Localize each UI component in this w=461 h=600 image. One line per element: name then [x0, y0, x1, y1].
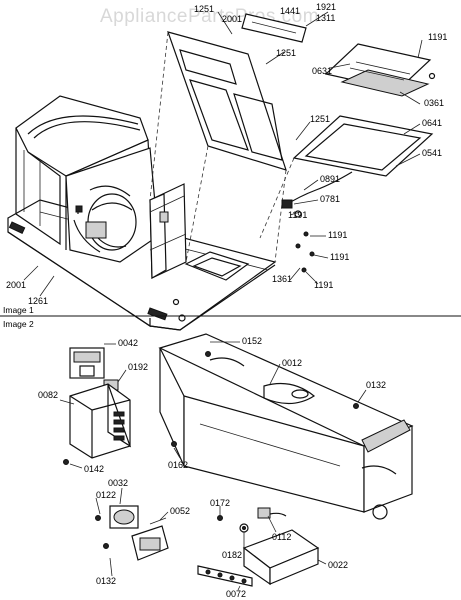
control-board	[324, 43, 436, 97]
label-1921: 1921	[316, 2, 336, 12]
label-1251-right: 1251	[310, 114, 330, 124]
control-box	[149, 183, 187, 280]
top-bracket	[241, 13, 307, 43]
label-0152: 0152	[242, 336, 262, 346]
label-0122: 0122	[96, 490, 116, 500]
label-0361: 0361	[424, 98, 444, 108]
label-0781: 0781	[320, 194, 340, 204]
label-0032: 0032	[108, 478, 128, 488]
cover-box	[242, 529, 320, 586]
label-0541: 0541	[422, 148, 442, 158]
label-2001-top: 2001	[222, 14, 242, 24]
label-1251-mid: 1251	[276, 48, 296, 58]
label-1251-top: 1251	[194, 4, 214, 14]
leader-lines-image1	[23, 11, 423, 297]
drain-pan	[184, 251, 250, 281]
control-channel	[158, 333, 414, 520]
label-0132-bottom: 0132	[96, 576, 116, 586]
label-0072: 0072	[226, 589, 246, 599]
label-0162: 0162	[168, 460, 188, 470]
condenser-coil	[15, 95, 151, 250]
relay-box	[69, 383, 132, 459]
label-0192: 0192	[128, 362, 148, 372]
label-0182: 0182	[222, 550, 242, 560]
label-1191-a: 1191	[288, 210, 307, 220]
label-0082: 0082	[38, 390, 58, 400]
label-1361: 1361	[272, 274, 292, 284]
label-1191-d: 1191	[314, 280, 333, 290]
label-0641: 0641	[422, 118, 442, 128]
label-1441: 1441	[280, 6, 300, 16]
label-0022: 0022	[328, 560, 348, 570]
top-panel	[149, 31, 287, 263]
label-0142: 0142	[84, 464, 104, 474]
sensor-0112	[257, 507, 287, 519]
label-0132-top: 0132	[366, 380, 386, 390]
label-2001-bottom: 2001	[6, 280, 26, 290]
label-1311: 1311	[316, 13, 335, 23]
label-1191-c: 1191	[330, 252, 349, 262]
label-0042: 0042	[118, 338, 138, 348]
contactor-assembly	[109, 505, 169, 561]
terminal-strip	[197, 565, 253, 587]
screws-image1	[295, 231, 315, 273]
label-0112: 0112	[272, 532, 291, 542]
sensor-wire	[281, 171, 353, 218]
insulation-panel	[259, 115, 434, 239]
label-1191-board: 1191	[428, 32, 447, 42]
label-0052: 0052	[170, 506, 190, 516]
label-0012: 0012	[282, 358, 302, 368]
label-0172: 0172	[210, 498, 230, 508]
leader-lines-image2	[59, 341, 367, 591]
label-0631: 0631	[312, 66, 332, 76]
screws-image2	[63, 351, 359, 549]
caption-image-1: Image 1	[3, 305, 34, 315]
label-1191-b: 1191	[328, 230, 347, 240]
compressor-assembly	[65, 147, 159, 263]
label-0891: 0891	[320, 174, 340, 184]
caption-image-2: Image 2	[3, 319, 34, 329]
part-labels: 1251 2001 1441 1921 1311 1191 0631 0361 …	[6, 2, 447, 599]
label-1261: 1261	[28, 296, 48, 306]
transformer	[69, 347, 105, 379]
